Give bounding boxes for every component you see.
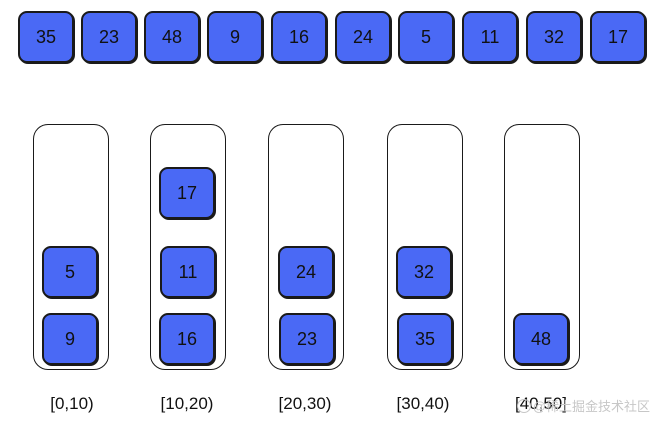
array-item: 35 <box>18 11 74 63</box>
bucket-item: 32 <box>396 246 452 298</box>
array-item: 17 <box>590 11 646 63</box>
bucket-item: 48 <box>513 313 569 365</box>
bucket-item: 35 <box>397 313 453 365</box>
watermark-text: @稀土掘金技术社区 <box>532 399 650 414</box>
bucket-label: [20,30) <box>278 394 332 413</box>
bucket-label: [0,10) <box>50 394 94 413</box>
bucket-item: 11 <box>160 246 216 298</box>
array-item: 32 <box>526 11 582 63</box>
bucket-item: 5 <box>42 246 98 298</box>
bucket-item: 9 <box>42 313 98 365</box>
array-item: 48 <box>144 11 200 63</box>
array-item: 9 <box>207 11 263 63</box>
bucket-item: 24 <box>278 246 334 298</box>
bucket-label: [30,40) <box>396 394 450 413</box>
array-item: 5 <box>398 11 454 63</box>
array-item: 24 <box>335 11 391 63</box>
bucket-item: 23 <box>279 313 335 365</box>
array-item: 16 <box>271 11 327 63</box>
juejin-logo-icon <box>516 398 531 413</box>
bucket-item: 17 <box>159 167 215 219</box>
bucket-item: 16 <box>159 313 215 365</box>
bucket-label: [10,20) <box>160 394 214 413</box>
array-item: 23 <box>81 11 137 63</box>
watermark: @稀土掘金技术社区 <box>516 396 650 415</box>
array-item: 11 <box>462 11 518 63</box>
